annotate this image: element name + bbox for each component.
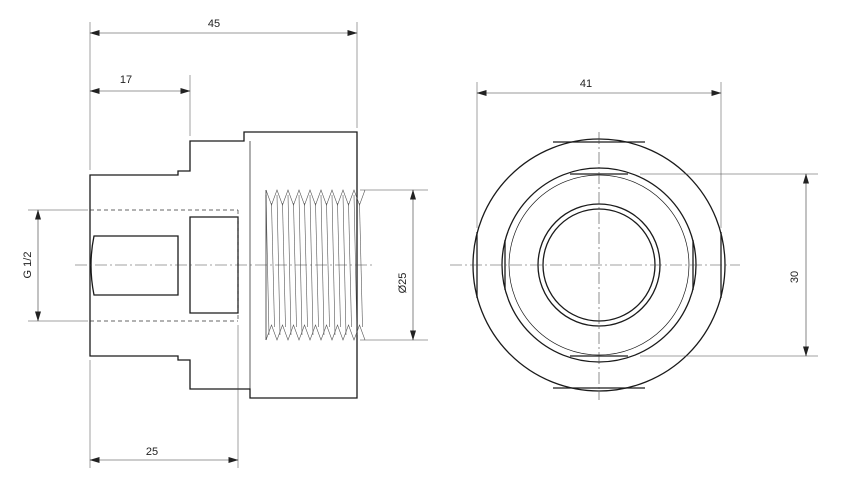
inner-bore [90,235,179,296]
internal-thread [265,189,366,341]
dim-thread-length: 25 [146,446,158,458]
dim-across-flats-width: 41 [580,78,592,90]
front-view: 41 30 [450,78,818,400]
side-view: 45 17 25 G 1/2 Ø25 [22,18,428,468]
side-view-outline [89,131,358,399]
dim-bore-diameter: Ø25 [397,273,409,294]
dim-overall-length: 45 [208,18,220,30]
dim-thread-size: G 1/2 [22,252,34,279]
dim-across-flats-height: 30 [789,271,801,283]
inner-recess [189,216,239,314]
dim-shoulder-length: 17 [120,74,132,86]
